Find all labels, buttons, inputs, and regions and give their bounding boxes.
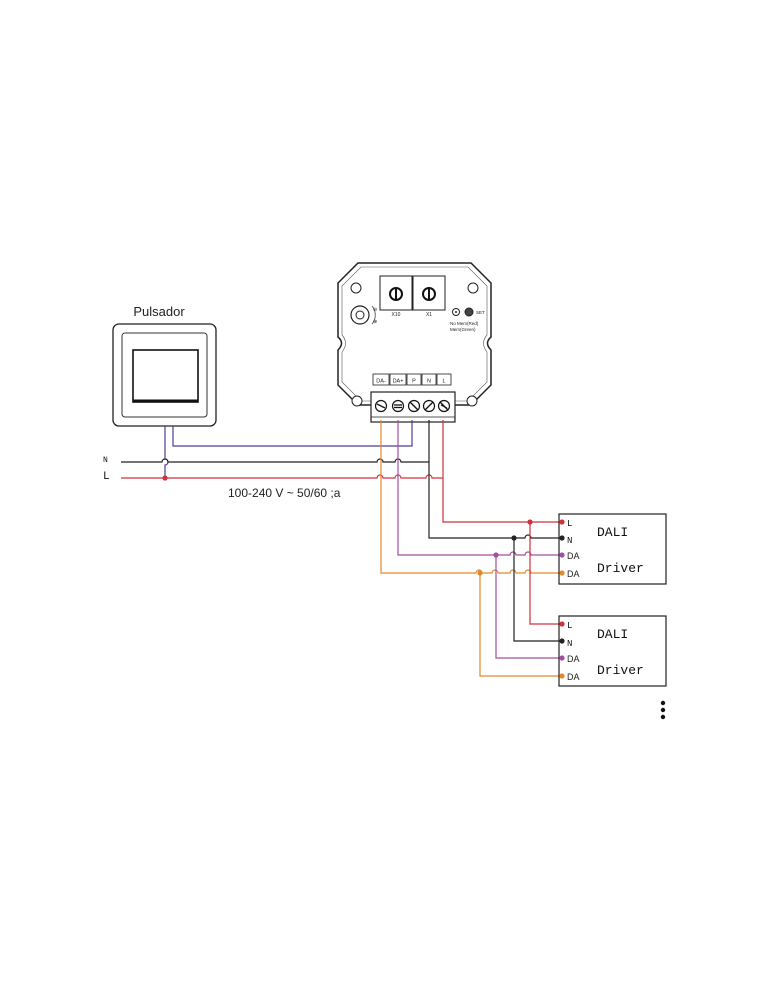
dali-driver-2: L N DA DA DALI Driver [558,615,667,687]
terminal-screws [374,399,451,413]
mount-hole-bottom-left [351,395,363,407]
wire-live-driver2 [529,522,559,625]
driver1-box [558,513,667,585]
adjust-knob-center [355,310,365,320]
terminal-label-da-minus: DA- [376,379,386,385]
terminal-screw-da-plus [391,399,405,413]
dial-x1-label: X1 [426,312,432,318]
wire-neutral-driver2 [513,538,559,642]
set-label: SET [476,310,485,315]
driver1-title2: Driver [597,561,644,576]
dali-driver-1: L N DA DA DALI Driver [558,513,667,585]
wire-da-minus [380,420,559,574]
terminal-label-l: L [442,379,445,385]
driver1-pin-l: L [567,519,572,529]
dial-x10-label: X10 [392,312,401,318]
terminal-label-n: N [427,379,431,385]
status-line1: No Mem(Red) [450,321,479,326]
knob-minus: ⊖ [373,307,377,313]
wire-da-plus [397,420,559,556]
driver1-pin-da1: DA [567,551,580,561]
driver1-pin-n: N [567,536,572,546]
mains-l-label: L [103,471,110,483]
terminal-label-p: P [412,379,416,385]
knob-plus: ⊕ [373,319,377,325]
driver2-pin-l: L [567,621,572,631]
push-button-switch: Pulsador [112,304,217,427]
driver2-pin-da2: DA [567,672,580,682]
driver2-box [558,615,667,687]
terminal-label-da-plus: DA+ [393,379,404,385]
mains-voltage: 100-240 V ~ 50/60 ;a [228,486,341,500]
mains-n-label: N [103,456,108,465]
mount-hole-bottom-right [466,395,478,407]
wires [121,420,559,677]
junction-dots [162,475,533,576]
driver2-title1: DALI [597,627,628,642]
status-line2: Mem(Green) [450,327,476,332]
set-button [464,307,474,317]
dali-controller: ⊖ ⊕ X10 X1 SET No Mem(Red) Mem(Green) DA… [337,262,492,423]
wire-switch-to-live [164,426,169,478]
more-drivers-ellipsis-icon [660,700,666,720]
wire-da-minus-driver2 [479,573,559,677]
wire-switch-to-p [172,420,413,447]
driver1-pin-da2: DA [567,569,580,579]
driver2-pin-da1: DA [567,654,580,664]
mount-hole-top-left [350,282,362,294]
driver1-title1: DALI [597,525,628,540]
status-led-dot [455,311,457,313]
driver2-pin-n: N [567,639,572,649]
terminal-labels: DA- DA+ P N L [372,373,452,386]
switch-button-face [132,349,199,403]
wire-da-plus-driver2 [495,555,559,659]
mount-hole-top-right [467,282,479,294]
driver2-title2: Driver [597,663,644,678]
adjust-knob-arc-icon [371,305,376,325]
wire-live-main [121,420,444,479]
wire-neutral-driver1 [428,462,559,539]
wire-live-driver1 [442,478,559,523]
switch-label: Pulsador [133,304,185,319]
